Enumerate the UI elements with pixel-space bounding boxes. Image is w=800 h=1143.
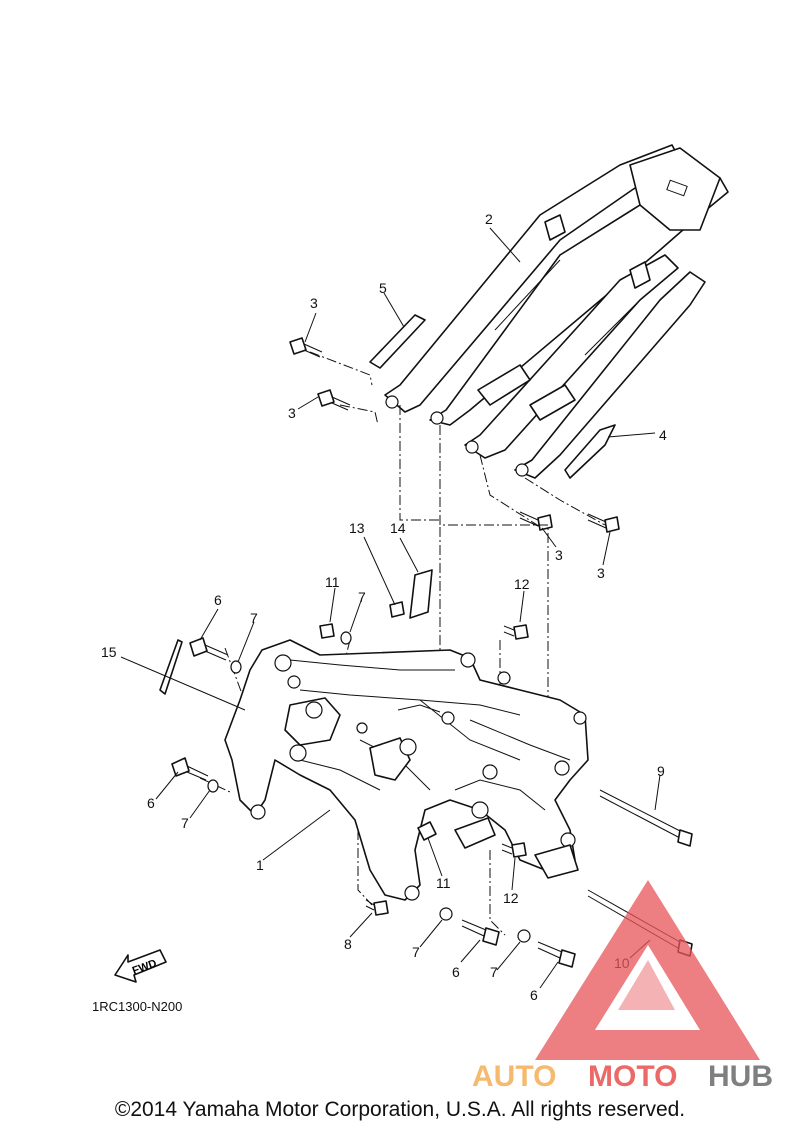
callout-3-d: 3 — [597, 565, 605, 581]
bolt-part-6-c — [461, 919, 500, 946]
callout-6-a: 6 — [214, 592, 222, 608]
callout-4: 4 — [659, 427, 667, 443]
washer-part-7-c — [340, 631, 352, 645]
callout-12-a: 12 — [514, 576, 530, 592]
clip-part-13 — [389, 601, 405, 618]
automotohub-logo: AUTO MOTO HUB — [472, 880, 773, 1093]
logo-text-hub: HUB — [708, 1060, 773, 1093]
logo-text-auto: AUTO — [472, 1060, 556, 1093]
callout-8: 8 — [344, 936, 352, 952]
long-bolt-part-9 — [599, 789, 693, 847]
callout-3-a: 3 — [310, 295, 318, 311]
callout-3-b: 3 — [288, 405, 296, 421]
diagram-code: 1RC1300-N200 — [92, 999, 182, 1014]
callout-12-b: 12 — [503, 890, 519, 906]
fwd-arrow-icon: FWD — [114, 949, 167, 983]
nut-part-11-a — [319, 623, 335, 639]
callout-7-a: 7 — [250, 610, 258, 626]
washer-part-7-e — [517, 929, 531, 943]
callout-15: 15 — [101, 644, 117, 660]
callout-6-b: 6 — [147, 795, 155, 811]
bolt-part-3-c — [519, 511, 553, 531]
callout-11-a: 11 — [325, 574, 340, 590]
callout-7-e: 7 — [490, 964, 498, 980]
bolt-part-6-a — [189, 637, 229, 661]
callout-7-d: 7 — [412, 944, 420, 960]
plate-part-14 — [409, 569, 433, 619]
bolt-part-12-a — [503, 624, 529, 640]
callout-13: 13 — [349, 520, 365, 536]
bolt-part-8 — [365, 899, 389, 916]
bolt-part-3-b — [317, 389, 351, 411]
plate-part-5 — [369, 314, 426, 369]
copyright-notice: ©2014 Yamaha Motor Corporation, U.S.A. A… — [114, 1098, 686, 1121]
bolt-part-6-d — [537, 941, 576, 968]
bolt-part-3-d — [587, 513, 620, 533]
callout-labels: 1 2 3 3 3 3 4 5 6 6 6 6 7 7 7 7 7 8 9 10… — [101, 211, 667, 1003]
callout-11-b: 11 — [436, 875, 451, 891]
rear-subframe — [384, 144, 729, 479]
callout-9: 9 — [657, 763, 665, 779]
logo-text-moto: MOTO — [588, 1060, 677, 1093]
callout-6-c: 6 — [452, 964, 460, 980]
leader-lines — [120, 227, 661, 989]
plate-part-15 — [159, 639, 183, 695]
callout-7-c: 7 — [358, 589, 366, 605]
main-frame — [224, 639, 589, 901]
callout-3-c: 3 — [555, 547, 563, 563]
bolt-part-3-a — [289, 337, 323, 358]
callout-1: 1 — [256, 857, 264, 873]
washer-part-7-d — [439, 907, 453, 921]
callout-5: 5 — [379, 280, 387, 296]
callout-14: 14 — [390, 520, 406, 536]
washer-part-7-b — [207, 779, 219, 793]
callout-6-d: 6 — [530, 987, 538, 1003]
washer-part-7-a — [230, 660, 242, 674]
bolt-part-6-b — [171, 757, 209, 781]
callout-7-b: 7 — [181, 815, 189, 831]
callout-2: 2 — [485, 211, 493, 227]
bolt-part-12-b — [501, 842, 527, 858]
plate-part-4 — [564, 424, 616, 479]
